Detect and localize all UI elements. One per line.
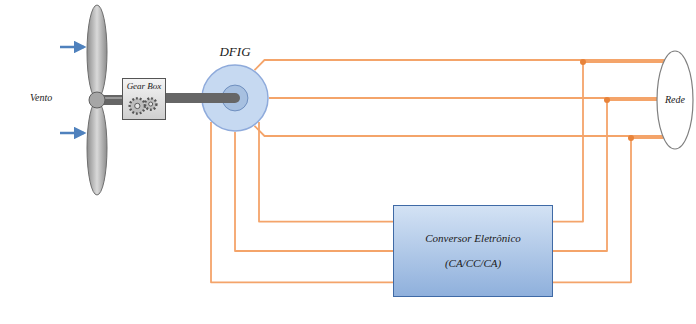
- generator-circle: DFIG: [201, 45, 269, 132]
- shaft-stub: [201, 93, 235, 103]
- node-text: (CA/CC/CA): [445, 257, 501, 270]
- turbine-blade: [87, 5, 107, 99]
- junction-dot: [604, 97, 610, 103]
- power-line: [255, 126, 663, 136]
- stator-circle: [202, 65, 268, 131]
- gear-hub: [135, 103, 140, 108]
- junction-dot: [628, 135, 634, 141]
- power-line: [269, 97, 657, 99]
- power-line: [553, 62, 664, 222]
- node-text: Conversor Eletrônico: [425, 232, 521, 245]
- turbine-blade: [87, 101, 107, 195]
- node-text: Rede: [665, 94, 685, 106]
- grid-ellipse: Rede: [656, 50, 694, 150]
- power-line: [553, 138, 664, 282]
- converter-box: Conversor Eletrônico (CA/CC/CA): [393, 205, 553, 297]
- power-line: [259, 122, 393, 221]
- junction-dot: [580, 59, 586, 65]
- wind-arrow: [60, 132, 84, 135]
- gear-teeth: [145, 98, 156, 109]
- gear-hub: [149, 102, 153, 106]
- power-line: [553, 100, 657, 251]
- wind-label: Vento: [30, 92, 52, 103]
- gear-teeth: [130, 98, 145, 113]
- power-line: [211, 122, 393, 282]
- node-text: DFIG: [219, 45, 250, 60]
- wind-arrow: [60, 46, 84, 49]
- shaft-end: [230, 93, 240, 103]
- turbine-hub: [89, 92, 105, 108]
- gear-icons: [123, 91, 165, 119]
- generator-drawing: [201, 64, 269, 132]
- grid-ellipse-shape: [657, 51, 693, 149]
- generator-body: [201, 64, 269, 132]
- gearbox-box: Gear Box: [122, 78, 166, 120]
- drive-shaft: [166, 93, 201, 103]
- power-line: [235, 132, 393, 251]
- node-text: Gear Box: [127, 81, 162, 91]
